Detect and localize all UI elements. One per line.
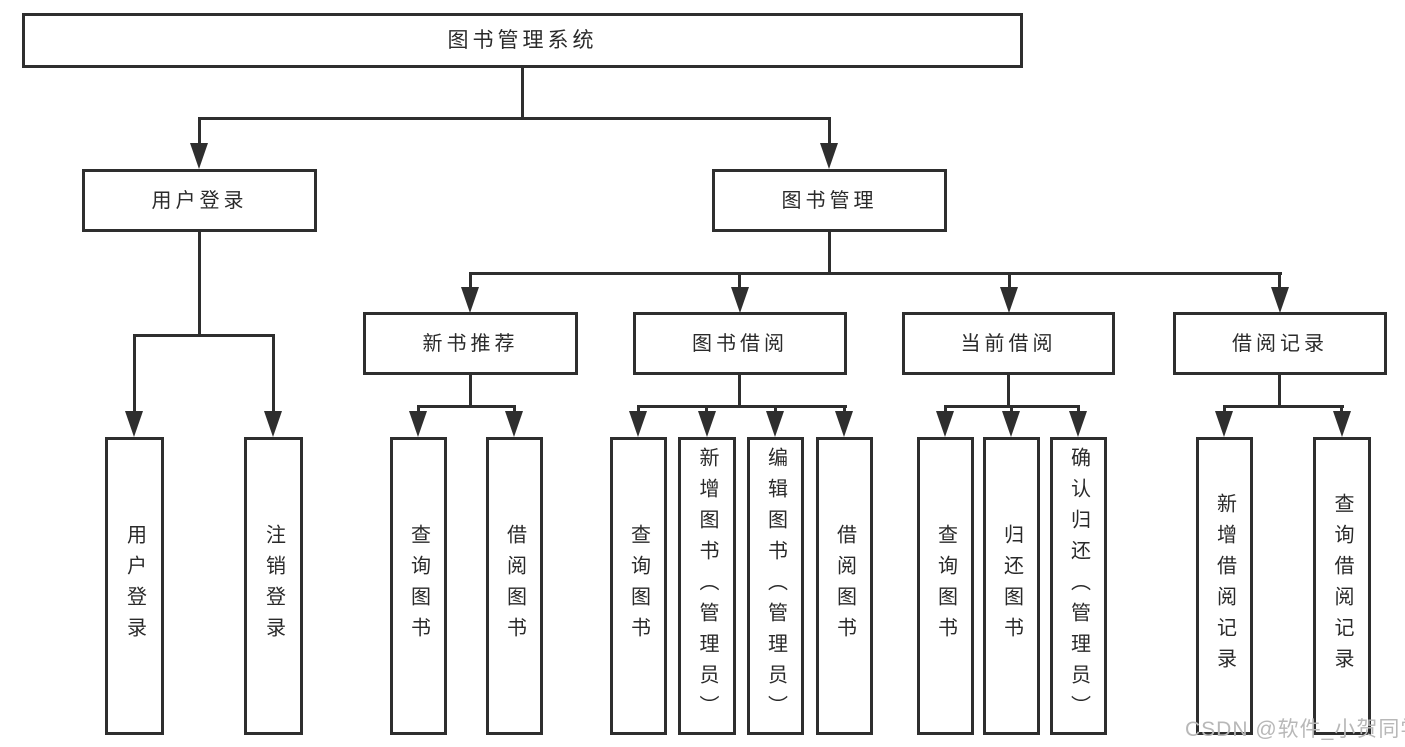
node-book-management: 图书管理 (712, 169, 947, 232)
leaf-add-borrow-record: 新增借阅记录 (1196, 437, 1253, 735)
connector-line (272, 334, 275, 414)
connector-line (1278, 272, 1281, 292)
connector-line (133, 334, 275, 337)
connector-line (1007, 375, 1010, 405)
connector-line (843, 405, 846, 415)
arrow-down-icon (190, 143, 208, 169)
connector-line (774, 405, 777, 415)
csdn-watermark: CSDN @软件_小贺同学 (1185, 718, 1405, 741)
connector-line (521, 68, 524, 117)
connector-line (198, 232, 201, 334)
arrow-down-icon (1333, 411, 1351, 437)
arrow-down-icon (766, 411, 784, 437)
arrow-down-icon (1069, 411, 1087, 437)
connector-line (828, 232, 831, 272)
leaf-user-login: 用户登录 (105, 437, 164, 735)
connector-line (469, 272, 1282, 275)
leaf-query-books: 查询图书 (610, 437, 667, 735)
connector-line (738, 272, 741, 292)
leaf-query-books: 查询图书 (390, 437, 447, 735)
node-user-login: 用户登录 (82, 169, 317, 232)
arrow-down-icon (936, 411, 954, 437)
connector-line (944, 405, 947, 415)
connector-line (198, 117, 201, 145)
connector-line (133, 334, 136, 414)
connector-line (469, 272, 472, 292)
connector-line (738, 375, 741, 405)
connector-line (1077, 405, 1080, 415)
leaf-edit-books-admin: 编辑图书（管理员） (747, 437, 804, 735)
arrow-down-icon (409, 411, 427, 437)
connector-line (637, 405, 640, 415)
node-root-library-system: 图书管理系统 (22, 13, 1023, 68)
leaf-borrow-books: 借阅图书 (486, 437, 543, 735)
arrow-down-icon (820, 143, 838, 169)
connector-line (417, 405, 420, 415)
leaf-borrow-books: 借阅图书 (816, 437, 873, 735)
connector-line (513, 405, 516, 415)
connector-line (828, 117, 831, 145)
arrow-down-icon (125, 411, 143, 437)
arrow-down-icon (461, 287, 479, 313)
connector-line (1278, 375, 1281, 405)
connector-line (1010, 405, 1013, 415)
connector-line (637, 405, 847, 408)
connector-line (705, 405, 708, 415)
node-current-borrowing: 当前借阅 (902, 312, 1115, 375)
arrow-down-icon (731, 287, 749, 313)
node-new-book-recommendation: 新书推荐 (363, 312, 578, 375)
connector-line (198, 117, 831, 120)
connector-line (469, 375, 472, 405)
connector-line (417, 405, 516, 408)
connector-line (1008, 272, 1011, 292)
arrow-down-icon (698, 411, 716, 437)
connector-line (1340, 405, 1343, 415)
arrow-down-icon (1000, 287, 1018, 313)
arrow-down-icon (1002, 411, 1020, 437)
leaf-query-books: 查询图书 (917, 437, 974, 735)
connector-line (1223, 405, 1344, 408)
node-borrowing-records: 借阅记录 (1173, 312, 1387, 375)
connector-line (1223, 405, 1226, 415)
leaf-logout: 注销登录 (244, 437, 303, 735)
leaf-return-books: 归还图书 (983, 437, 1040, 735)
node-book-borrowing: 图书借阅 (633, 312, 847, 375)
arrow-down-icon (629, 411, 647, 437)
arrow-down-icon (835, 411, 853, 437)
arrow-down-icon (1215, 411, 1233, 437)
arrow-down-icon (1271, 287, 1289, 313)
leaf-confirm-return-admin: 确认归还（管理员） (1050, 437, 1107, 735)
leaf-add-books-admin: 新增图书（管理员） (678, 437, 736, 735)
leaf-query-borrow-record: 查询借阅记录 (1313, 437, 1371, 735)
arrow-down-icon (505, 411, 523, 437)
arrow-down-icon (264, 411, 282, 437)
